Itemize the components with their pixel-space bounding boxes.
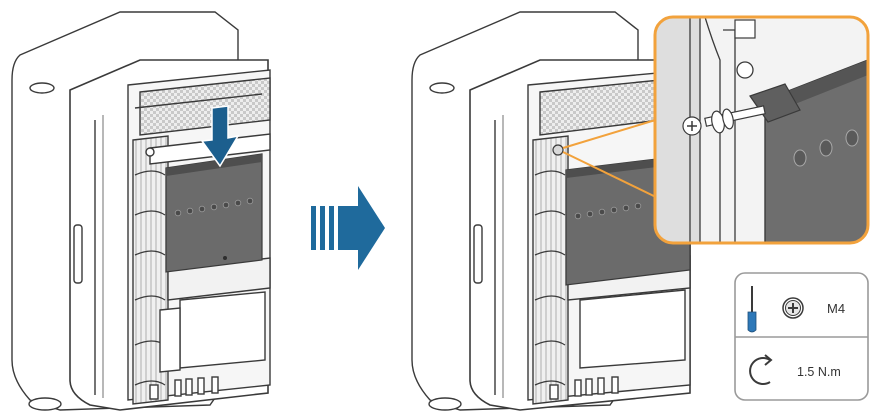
right-arrow-icon [311,186,385,270]
heatsink-side [132,135,169,405]
torque-label: 1.5 N.m [797,365,841,379]
screw-size-label: M4 [827,301,845,316]
housing-hole [428,397,462,411]
heatsink-side [532,135,569,405]
screw-assembly [682,105,766,136]
connectors [549,376,619,400]
junction-box [579,289,686,369]
down-arrow-icon [200,105,240,168]
heatsink-top [139,77,271,136]
mounting-bracket [165,153,263,273]
frame-hole [736,61,754,79]
fixing-screw [552,144,564,156]
bracket-slot [793,129,859,167]
connectors [149,376,219,400]
housing-hole [29,82,55,94]
spec-box: M4 1.5 N.m [734,272,869,401]
detail-callout [653,15,870,245]
junction-box [179,291,266,369]
cover-handle [473,224,483,284]
callout-leader [562,117,663,201]
screw-hole [145,147,155,157]
torque-rotation-icon [749,354,773,385]
housing-hole [429,82,455,94]
phillips-screw-icon [782,297,804,319]
housing-hole [28,397,62,411]
screwdriver-icon [747,286,757,333]
cover-handle [73,224,83,284]
